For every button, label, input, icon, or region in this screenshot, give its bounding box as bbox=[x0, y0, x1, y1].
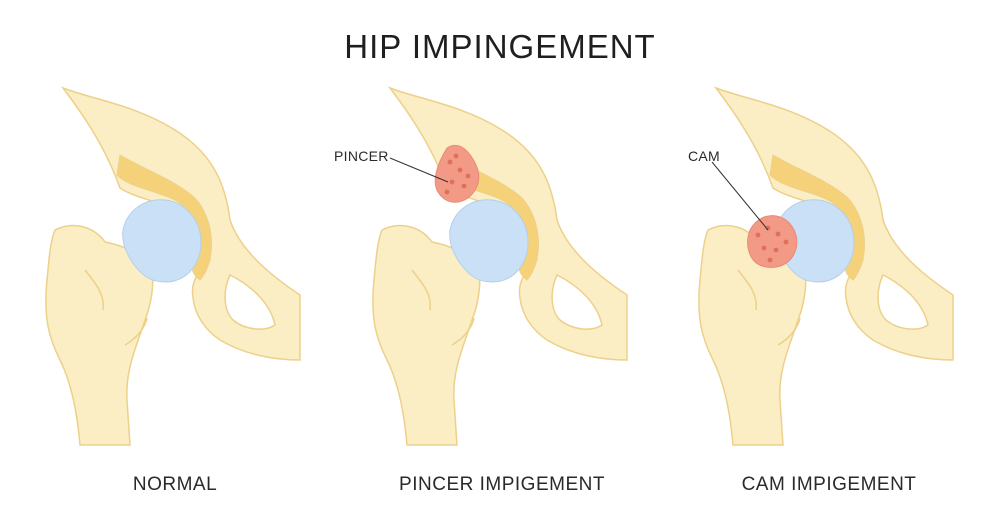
acetabular-cartilage bbox=[769, 154, 865, 281]
callout-pincer: PINCER bbox=[334, 148, 389, 164]
trochanter-line bbox=[84, 269, 105, 311]
femur-bone bbox=[372, 224, 481, 446]
neck-line bbox=[451, 317, 475, 346]
lesion-dot bbox=[755, 232, 761, 238]
lesion-dot bbox=[761, 245, 767, 251]
panel-normal bbox=[25, 70, 355, 460]
lesion-dot bbox=[783, 239, 789, 245]
lesion-dot bbox=[449, 179, 455, 185]
cam-leader-line bbox=[711, 161, 769, 231]
lesion-dot bbox=[444, 189, 450, 195]
femoral-head bbox=[775, 199, 855, 283]
pincer-leader-line bbox=[389, 157, 449, 183]
femur-bone bbox=[45, 224, 154, 446]
lesion-dot bbox=[461, 183, 467, 189]
trochanter-line bbox=[411, 269, 432, 311]
femoral-head bbox=[122, 199, 202, 283]
caption-normal: NORMAL bbox=[132, 474, 218, 495]
femoral-head bbox=[449, 199, 529, 283]
obturator-foramen bbox=[224, 273, 276, 330]
lesion-dot bbox=[465, 173, 471, 179]
lesion-dot bbox=[457, 167, 463, 173]
panel-cam bbox=[678, 70, 1000, 460]
obturator-foramen bbox=[877, 273, 929, 330]
caption-pincer: PINCER IMPIGEMENT bbox=[399, 474, 605, 495]
panel-pincer bbox=[352, 70, 682, 460]
obturator-foramen bbox=[551, 273, 603, 330]
caption-cam: CAM IMPIGEMENT bbox=[741, 474, 917, 495]
hip-joint-cam bbox=[698, 86, 954, 446]
lesion-dot bbox=[447, 159, 453, 165]
diagram-title: HIP IMPINGEMENT bbox=[344, 28, 656, 65]
lesion-dot bbox=[773, 247, 779, 253]
neck-line bbox=[124, 317, 148, 346]
lesion-dot bbox=[767, 257, 773, 263]
lesion-dot bbox=[775, 231, 781, 237]
trochanter-line bbox=[737, 269, 758, 311]
lesion-dot bbox=[453, 153, 459, 159]
cam-lesion bbox=[747, 215, 798, 268]
pincer-lesion bbox=[434, 144, 480, 203]
callout-cam: CAM bbox=[688, 148, 721, 164]
neck-line bbox=[777, 317, 801, 346]
hip-joint-normal bbox=[45, 86, 301, 446]
acetabular-cartilage bbox=[116, 154, 212, 281]
hip-joint-pincer bbox=[372, 86, 628, 446]
